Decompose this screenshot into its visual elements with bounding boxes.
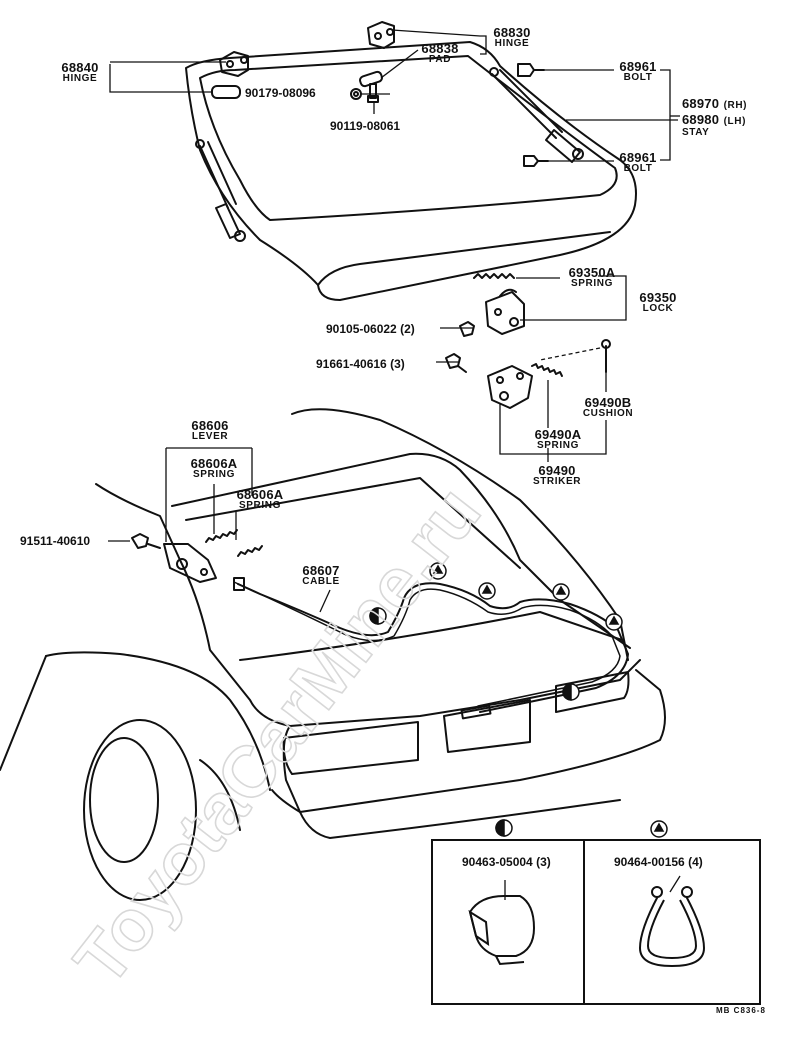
label-69490: 69490 STRIKER [532,463,582,487]
label-68961-upper: 68961 BOLT [619,59,657,83]
label-68961-lower: 68961 BOLT [619,150,657,174]
bolt-68961-lower [523,155,549,167]
hinge-68840 [219,51,249,77]
stay-68980 [195,139,246,242]
symbols [369,562,668,838]
label-68980: 68980 (LH) STAY [682,112,746,138]
label-90179: 90179-08096 [245,86,316,100]
label-69490A: 69490A SPRING [534,427,582,451]
cable-end [460,704,492,720]
label-69350A: 69350A SPRING [568,265,616,289]
label-68830: 68830 HINGE [493,25,531,49]
cushion-69490B [601,339,611,373]
stay-68970 [489,67,584,163]
label-90464: 90464-00156 (4) [614,855,703,869]
clamp-triangle-symbol [429,562,668,838]
striker-69490 [487,365,533,409]
clip-half-circle-symbol [369,607,580,837]
spring-68606A-1 [205,529,238,543]
clamp-90464 [638,886,706,968]
cable-connector [233,577,245,591]
bolt-91661 [445,353,467,373]
label-69490B: 69490B CUSHION [582,395,634,419]
label-90105: 90105-06022 (2) [326,322,415,336]
clip-90463 [468,895,536,966]
label-91511: 91511-40610 [20,534,91,548]
trunk-lid [185,41,637,301]
nut-90179 [350,88,362,100]
label-68606: 68606 LEVER [191,418,229,442]
label-91661: 91661-40616 (3) [316,357,405,371]
label-68838: 68838 PAD [421,41,459,65]
spring-68606A-2 [237,545,263,557]
car-body [0,408,666,839]
inset-box [431,839,761,1005]
bolt-91511 [131,533,161,549]
label-90119: 90119-08061 [330,119,401,133]
label-90463: 90463-05004 (3) [462,855,551,869]
rear-wheel [83,719,197,901]
spring-69350A [473,273,515,279]
label-68606A-1: 68606A SPRING [190,456,238,480]
label-68606A-2: 68606A SPRING [236,487,284,511]
diagram-code: MB C836-8 [716,1006,766,1015]
spring-69490A [531,363,563,377]
leader-lines [108,29,681,900]
label-68607: 68607 CABLE [302,563,340,587]
lever-68606 [163,543,217,583]
bolt-90119 [367,83,379,103]
label-69350: 69350 LOCK [639,290,677,314]
label-68970: 68970 (RH) [682,96,748,111]
pad-68840 [211,85,241,99]
hinge-68830 [367,21,395,49]
lock-69350 [485,288,525,335]
bolt-68961-upper [517,63,545,77]
cable-68607 [237,582,629,713]
bolt-90105 [459,321,475,337]
label-68840: 68840 HINGE [61,60,99,84]
